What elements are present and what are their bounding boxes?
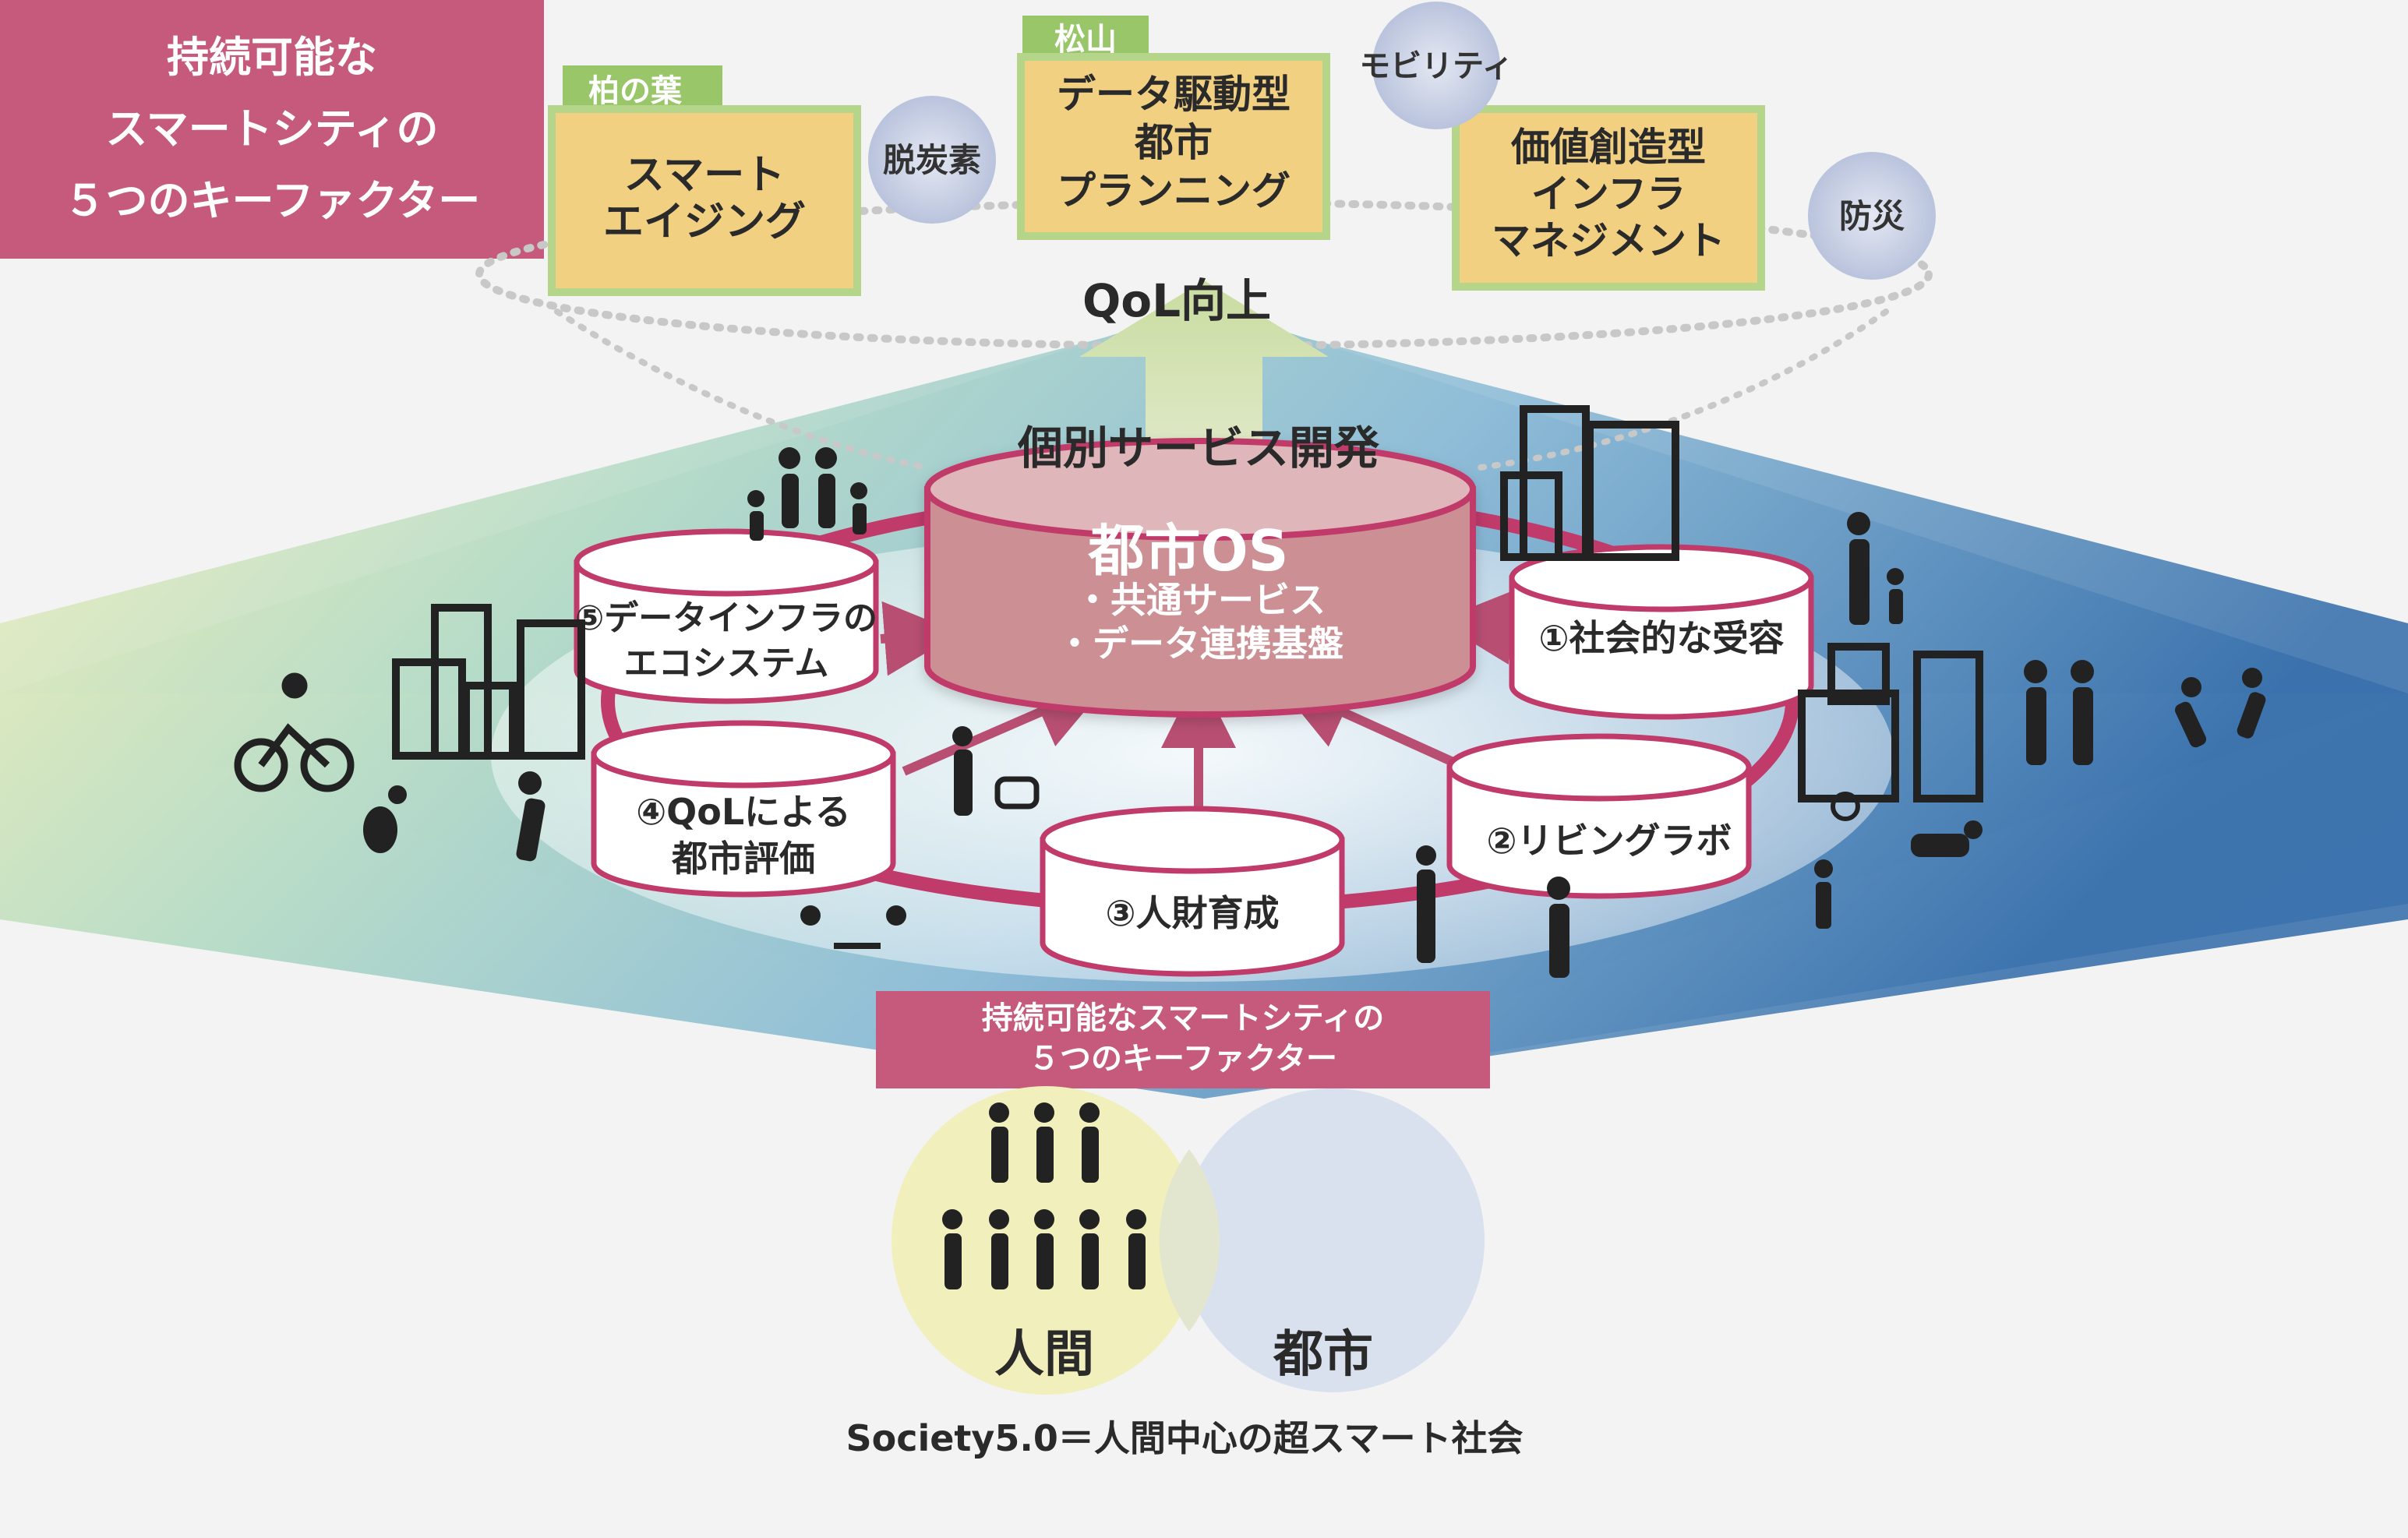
- factor-label: 都市評価: [671, 838, 815, 880]
- case-line: エイジング: [603, 199, 806, 245]
- elder-icon: [1416, 845, 1570, 978]
- theme-label: 脱炭素: [883, 141, 981, 179]
- case-tag-label: 柏の葉: [588, 73, 683, 109]
- factor-label: ①社会的な受容: [1539, 617, 1785, 659]
- factor-label: ⑤データインフラの: [575, 598, 877, 638]
- case-line: データ駆動型: [1057, 72, 1291, 117]
- theme-bubble-decarbon: [868, 96, 996, 224]
- orbit-right-line: [1478, 309, 1889, 471]
- factor-cylinder-f1: ①社会的な受容: [1509, 544, 1814, 720]
- cylinder-body: [1446, 764, 1752, 899]
- stroller-icon: [952, 726, 1040, 816]
- cat-icon: [363, 785, 407, 853]
- qol-arrow: [1079, 280, 1329, 530]
- cylinder-top: [1040, 806, 1345, 874]
- cylinder-top: [1509, 544, 1814, 612]
- venn-overlap: [1159, 1149, 1220, 1332]
- factor-label: エコシステム: [624, 644, 829, 683]
- person-walking-icon: [516, 771, 546, 862]
- cyclist-icon: [234, 672, 355, 792]
- cylinder-top: [1446, 733, 1752, 802]
- city-os-title: 都市OS: [1087, 518, 1288, 584]
- orbit-left-line: [554, 309, 930, 471]
- venn-city-label: 都市: [1273, 1326, 1373, 1384]
- case-line: 価値創造型: [1510, 125, 1706, 170]
- footer-caption: Society5.0＝人間中心の超スマート社会: [846, 1417, 1523, 1459]
- person-icon: [2174, 668, 2266, 748]
- dog-icon: [1911, 820, 1983, 857]
- factor-cylinder-f2: ②リビングラボ: [1446, 733, 1752, 899]
- case-line: インフラ: [1531, 171, 1686, 217]
- city-os-top: [924, 438, 1476, 541]
- person-icon: [2024, 660, 2094, 765]
- venn-city: [1181, 1088, 1485, 1392]
- building-icon: [1798, 643, 1983, 803]
- cylinder-body: [1040, 837, 1345, 977]
- theme-bubble-mobility: [1372, 2, 1500, 129]
- title-line-1: 持続可能な: [167, 33, 377, 82]
- service-label: 個別サービス開発: [1017, 422, 1380, 474]
- city-os: [924, 438, 1476, 718]
- factor-label: ②リビングラボ: [1487, 820, 1732, 862]
- city-os-item: ・共通サービス: [1075, 579, 1326, 621]
- cylinder-top: [574, 528, 879, 597]
- factor-label: ③人財育成: [1106, 892, 1280, 934]
- case-tag-kashiwanoha: [563, 65, 722, 111]
- person-icon: [747, 447, 867, 541]
- case-line: マネジメント: [1492, 218, 1725, 263]
- case-tag-label: 松山: [1054, 22, 1117, 58]
- case-infra: 価値創造型 インフラ マネジメント: [1452, 105, 1765, 291]
- building-icon: [392, 604, 585, 760]
- case-box-matsuyama: [1017, 53, 1330, 240]
- qol-label: QoL向上: [1082, 274, 1271, 327]
- case-matsuyama: 松山 データ駆動型 都市 プランニング: [1017, 16, 1330, 240]
- theme-bubble-disaster: [1808, 152, 1936, 280]
- arrow-f5: [880, 601, 959, 676]
- case-line: 都市: [1134, 120, 1213, 165]
- banner-line: 持続可能なスマートシティの: [982, 1000, 1384, 1036]
- cylinder-body: [591, 751, 896, 898]
- city-os-body: [924, 486, 1476, 718]
- case-line: スマート: [624, 152, 785, 199]
- factor-cylinder-f4: ④QoLによる 都市評価: [591, 720, 896, 898]
- building-icon: [1500, 405, 1679, 561]
- case-line: プランニング: [1057, 168, 1291, 213]
- city-os-item: ・データ連携基盤: [1057, 623, 1343, 665]
- case-kashiwanoha: 柏の葉 スマート エイジング: [548, 65, 861, 296]
- title-line-3: ５つのキーファクター: [63, 176, 481, 225]
- person-icon: [1847, 512, 1904, 625]
- case-box-kashiwanoha: [548, 105, 861, 296]
- factor-cylinder-f5: ⑤データインフラの エコシステム: [574, 528, 879, 704]
- table-icon: [800, 905, 906, 949]
- cylinder-body: [574, 559, 879, 704]
- theme-label: モビリティ: [1359, 48, 1513, 84]
- theme-label: 防災: [1839, 197, 1905, 235]
- factor-cylinder-f3: ③人財育成: [1040, 806, 1345, 977]
- child-balloon-icon: [1814, 792, 1860, 929]
- cylinder-top: [591, 720, 896, 788]
- title-line-2: スマートシティの: [105, 104, 439, 153]
- venn-human-label: 人間: [994, 1326, 1094, 1384]
- banner-line: ５つのキーファクター: [1029, 1041, 1337, 1077]
- people-group-icon: [942, 1102, 1146, 1289]
- factor-label: ④QoLによる: [636, 791, 851, 833]
- key-factor-banner: [876, 991, 1490, 1088]
- case-box-infra: [1452, 105, 1765, 291]
- diagram-title: 持続可能な スマートシティの ５つのキーファクター: [0, 0, 544, 259]
